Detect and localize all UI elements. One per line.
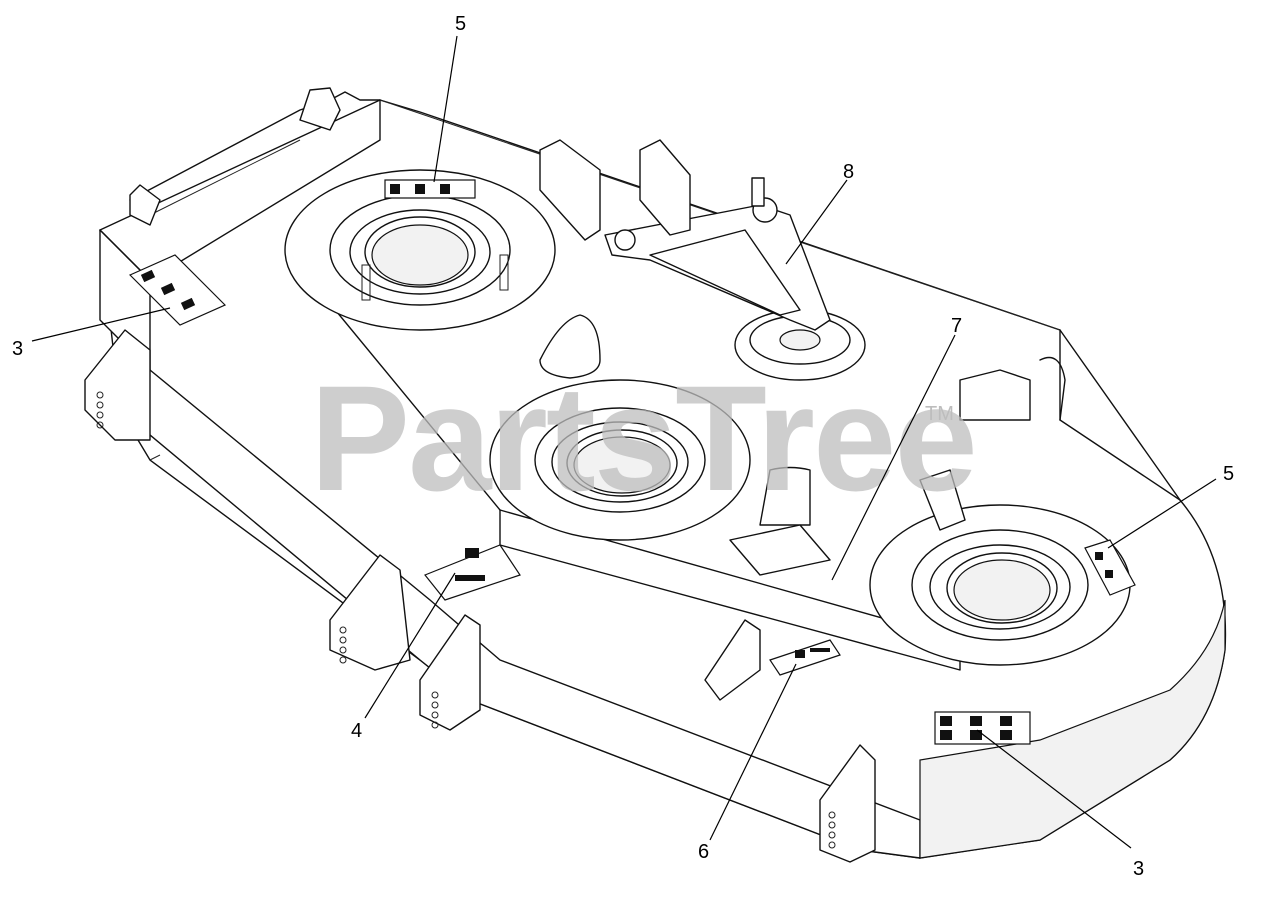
decal-right bbox=[1084, 539, 1136, 596]
callouts: 5 8 7 3 5 4 6 3 bbox=[12, 13, 1234, 880]
decal-front bbox=[769, 639, 841, 676]
spindle-center bbox=[489, 379, 751, 541]
callout-number: 7 bbox=[951, 315, 962, 337]
watermark-tm: TM bbox=[925, 403, 954, 425]
decal-left bbox=[128, 254, 227, 326]
watermark-text: PartsTree bbox=[310, 354, 976, 522]
callout-7: 7 bbox=[831, 315, 962, 581]
callout-8: 8 bbox=[785, 161, 854, 265]
callout-number: 5 bbox=[1223, 463, 1234, 485]
callout-number: 6 bbox=[698, 841, 709, 863]
callout-number: 3 bbox=[1133, 858, 1144, 880]
callout-3-bottom: 3 bbox=[976, 729, 1144, 880]
spindle-left bbox=[284, 169, 556, 331]
callout-number: 8 bbox=[843, 161, 854, 183]
decal-top bbox=[384, 179, 476, 199]
callout-number: 5 bbox=[455, 13, 466, 35]
callout-5-top: 5 bbox=[433, 13, 466, 183]
watermark: PartsTree TM bbox=[310, 354, 978, 522]
decal-bottom-right bbox=[934, 711, 1031, 745]
decal-center bbox=[424, 544, 521, 601]
callout-5-right: 5 bbox=[1107, 463, 1234, 549]
callout-4: 4 bbox=[351, 572, 456, 742]
mounting-brackets bbox=[84, 87, 876, 863]
callout-number: 4 bbox=[351, 720, 362, 742]
idler-assembly bbox=[539, 139, 966, 576]
spindle-right bbox=[869, 504, 1131, 666]
callout-6: 6 bbox=[698, 663, 797, 863]
callout-number: 3 bbox=[12, 338, 23, 360]
callout-3-left: 3 bbox=[12, 307, 171, 360]
